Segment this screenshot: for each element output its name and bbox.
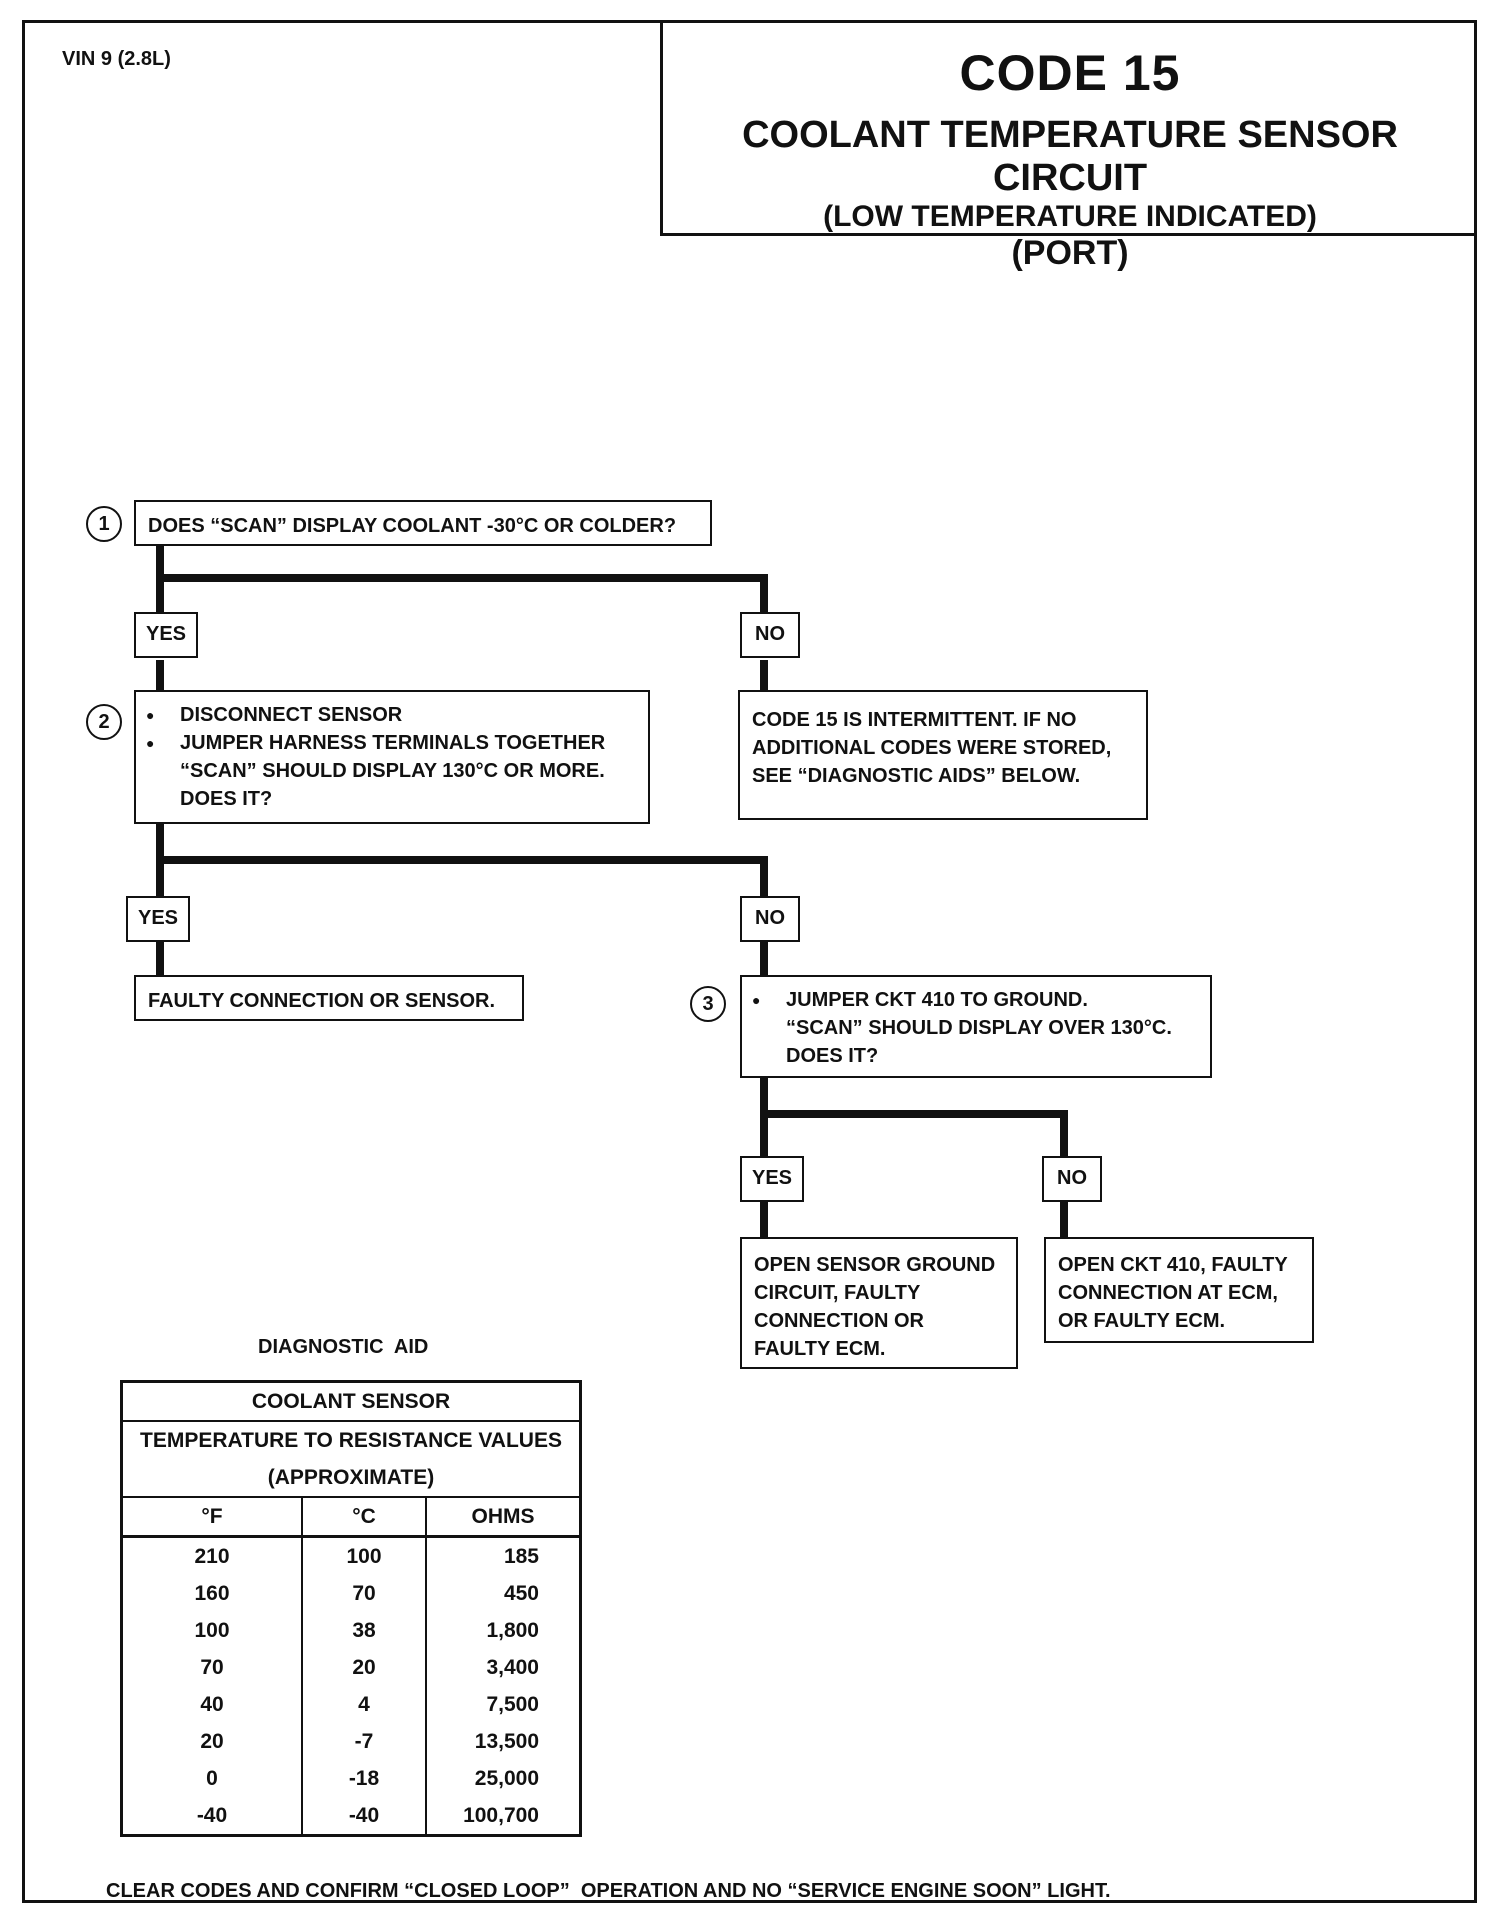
cell-c: 38 [302,1612,427,1649]
step-3-cont-1: “SCAN” SHOULD DISPLAY OVER 130°C. [786,1017,1172,1039]
open-ground-line-4: FAULTY ECM. [754,1338,886,1360]
cell-f: 20 [121,1723,303,1760]
step-2-no-label: NO [740,896,800,942]
cell-f: -40 [121,1797,303,1836]
step-2-question-box: ● DISCONNECT SENSOR ● JUMPER HARNESS TERMI… [134,690,650,824]
step-2-bullet-2: JUMPER HARNESS TERMINALS TOGETHER [180,732,606,754]
table-row: 160 70 450 [121,1575,581,1612]
cell-f: 0 [121,1760,303,1797]
step-3-no-label: NO [1042,1156,1102,1202]
table-subtitle-approx: (APPROXIMATE) [121,1459,581,1498]
bullet-icon: ● [146,735,155,751]
chart-subtitle-port: (PORT) [1011,234,1129,272]
step-2-cont-1: “SCAN” SHOULD DISPLAY 130°C OR MORE. [180,760,605,782]
cell-f: 70 [121,1649,303,1686]
cell-ohms: 1,800 [486,1618,539,1642]
step-2-yes-label: YES [126,896,190,942]
open-ground-line-1: OPEN SENSOR GROUND [754,1254,996,1276]
cell-f: 210 [121,1536,303,1575]
table-subtitle: TEMPERATURE TO RESISTANCE VALUES [140,1428,562,1452]
cell-ohms: 7,500 [486,1692,539,1716]
page-frame [22,20,1477,1903]
table-row: 100 38 1,800 [121,1612,581,1649]
bullet-icon: ● [752,992,761,1008]
step-1-yes-label: YES [134,612,198,658]
cell-c: -18 [302,1760,427,1797]
cell-ohms: 13,500 [474,1729,539,1753]
cell-c: 4 [302,1686,427,1723]
step-2-number: 2 [86,704,122,740]
column-header-c: °C [302,1497,427,1538]
intermittent-line-2: ADDITIONAL CODES WERE STORED, [752,737,1112,759]
cell-ohms: 3,400 [486,1655,539,1679]
code-number: CODE 15 [959,45,1181,101]
open-ckt-line-2: CONNECTION AT ECM, [1058,1282,1278,1304]
faulty-connection-text: FAULTY CONNECTION OR SENSOR. [148,990,496,1012]
table-title: COOLANT SENSOR [121,1381,581,1422]
column-header-f: °F [121,1497,303,1538]
intermittent-line-1: CODE 15 IS INTERMITTENT. IF NO [752,709,1077,731]
table-row: 20 -7 13,500 [121,1723,581,1760]
bullet-icon: ● [146,707,155,723]
step-3-question-box: ● JUMPER CKT 410 TO GROUND. “SCAN” SHOULD… [740,975,1212,1078]
open-ground-line-2: CIRCUIT, FAULTY [754,1282,921,1304]
cell-ohms: 100,700 [463,1803,539,1827]
vin-label: VIN 9 (2.8L) [62,48,171,70]
open-ckt-410-box: OPEN CKT 410, FAULTY CONNECTION AT ECM, … [1044,1237,1314,1343]
cell-ohms: 25,000 [474,1766,539,1790]
cell-c: -7 [302,1723,427,1760]
open-sensor-ground-box: OPEN SENSOR GROUND CIRCUIT, FAULTY CONNE… [740,1237,1018,1369]
chart-title: COOLANT TEMPERATURE SENSOR CIRCUIT [742,114,1398,199]
chart-subtitle: (LOW TEMPERATURE INDICATED) [823,200,1317,233]
column-header-ohms: OHMS [426,1497,581,1538]
intermittent-result-box: CODE 15 IS INTERMITTENT. IF NO ADDITIONA… [738,690,1148,820]
table-row: -40 -40 100,700 [121,1797,581,1836]
step-2-cont-2: DOES IT? [180,788,273,810]
step-3-bullet-1: JUMPER CKT 410 TO GROUND. [786,989,1088,1011]
cell-ohms: 450 [503,1581,539,1605]
table-row: 210 100 185 [121,1536,581,1575]
step-3-number: 3 [690,986,726,1022]
footer-instruction: CLEAR CODES AND CONFIRM “CLOSED LOOP” OP… [106,1880,1111,1902]
step-1-number: 1 [86,506,122,542]
step-3-yes-label: YES [740,1156,804,1202]
step-3-cont-2: DOES IT? [786,1045,879,1067]
open-ground-line-3: CONNECTION OR [754,1310,924,1332]
cell-c: 100 [302,1536,427,1575]
open-ckt-line-3: OR FAULTY ECM. [1058,1310,1226,1332]
title-block: CODE 15 COOLANT TEMPERATURE SENSOR CIRCU… [660,20,1477,272]
faulty-connection-box: FAULTY CONNECTION OR SENSOR. [134,975,524,1021]
step-2-bullet-1: DISCONNECT SENSOR [180,704,403,726]
cell-c: 20 [302,1649,427,1686]
cell-ohms: 185 [503,1544,539,1568]
cell-f: 100 [121,1612,303,1649]
diagnostic-aid-title: DIAGNOSTIC AID [258,1336,429,1358]
step-1-no-label: NO [740,612,800,658]
table-row: 0 -18 25,000 [121,1760,581,1797]
coolant-sensor-table: COOLANT SENSOR TEMPERATURE TO RESISTANCE… [120,1380,582,1837]
table-row: 70 20 3,400 [121,1649,581,1686]
step-1-question-box: DOES “SCAN” DISPLAY COOLANT -30°C OR COL… [134,500,712,546]
cell-f: 160 [121,1575,303,1612]
step-1-question: DOES “SCAN” DISPLAY COOLANT -30°C OR COL… [148,515,677,537]
intermittent-line-3: SEE “DIAGNOSTIC AIDS” BELOW. [752,765,1081,787]
cell-c: 70 [302,1575,427,1612]
cell-c: -40 [302,1797,427,1836]
open-ckt-line-1: OPEN CKT 410, FAULTY [1058,1254,1288,1276]
cell-f: 40 [121,1686,303,1723]
table-row: 40 4 7,500 [121,1686,581,1723]
